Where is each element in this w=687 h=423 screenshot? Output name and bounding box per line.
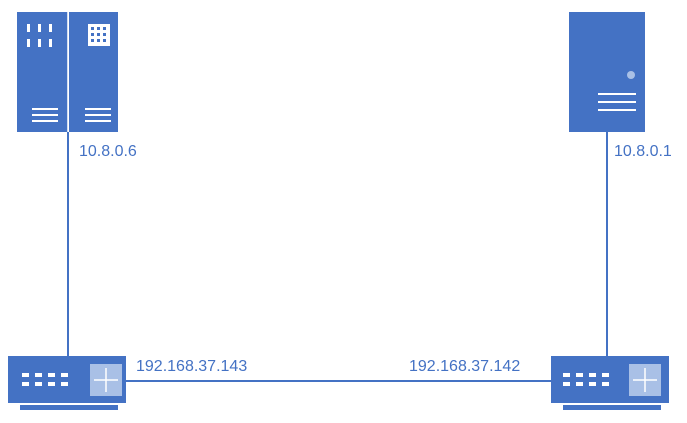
server-rack-ip-label: 10.8.0.6 <box>79 143 137 160</box>
tower-server-icon[interactable] <box>569 12 645 132</box>
tower-server-ip-label: 10.8.0.1 <box>614 143 672 160</box>
connections <box>67 132 608 382</box>
router-right-ip-label: 192.168.37.142 <box>409 358 521 375</box>
router-left-ip-label: 192.168.37.143 <box>136 358 248 375</box>
router-icon[interactable] <box>8 356 126 410</box>
server-rack-icon[interactable] <box>17 12 118 132</box>
router-icon[interactable] <box>551 356 669 410</box>
